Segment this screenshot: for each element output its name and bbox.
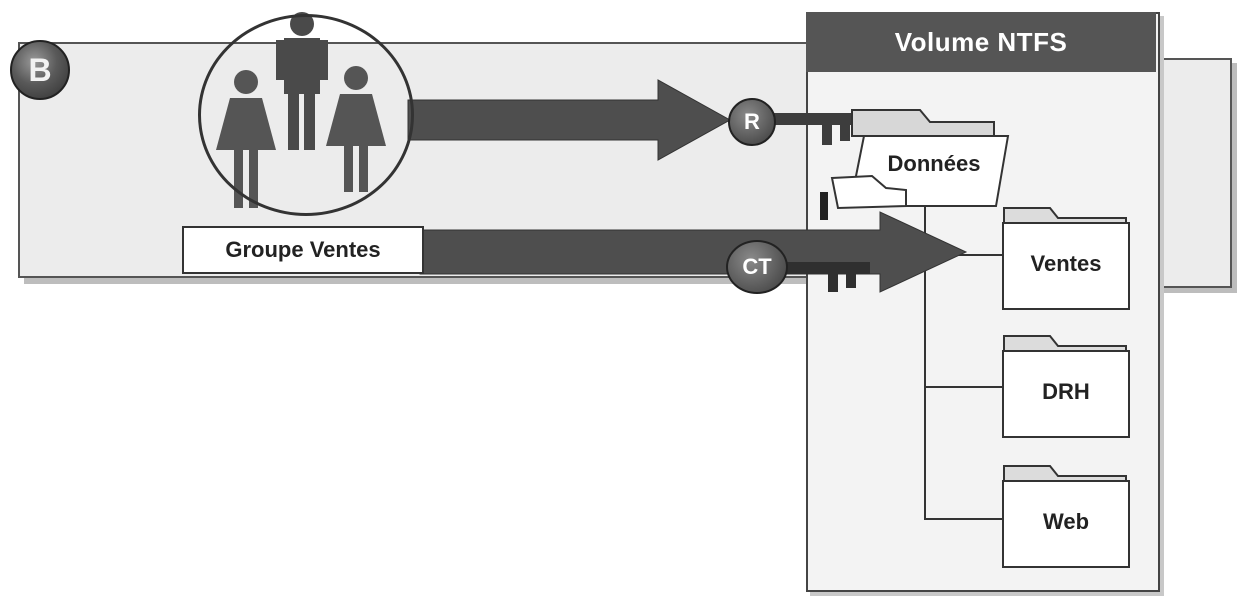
scenario-badge: B bbox=[10, 40, 70, 100]
read-key-tooth-2 bbox=[840, 125, 850, 141]
read-key-shaft bbox=[760, 113, 870, 125]
tree-trunk-line bbox=[924, 204, 926, 518]
donnees-folder-icon bbox=[820, 109, 1010, 220]
ct-key-tooth-1 bbox=[828, 274, 838, 292]
group-label: Groupe Ventes bbox=[182, 226, 424, 274]
tree-branch-drh bbox=[924, 386, 1002, 388]
tree-branch-web bbox=[924, 518, 1002, 520]
read-access-arrow bbox=[407, 79, 732, 161]
folder-web bbox=[1002, 480, 1130, 568]
ct-key-tooth-2 bbox=[846, 274, 856, 288]
permission-control-badge: CT bbox=[726, 240, 788, 294]
folder-label-ventes: Ventes bbox=[1030, 251, 1102, 276]
folder-drh bbox=[1002, 350, 1130, 438]
folder-tabs bbox=[1003, 207, 1127, 483]
folder-label-donnees: Données bbox=[887, 151, 981, 176]
user-group-circle bbox=[198, 14, 414, 216]
full-control-arrow bbox=[419, 211, 968, 293]
read-key-tooth-1 bbox=[822, 125, 832, 145]
folder-label-drh: DRH bbox=[1042, 379, 1090, 404]
permission-read-badge: R bbox=[728, 98, 776, 146]
tree-branch-ventes bbox=[924, 254, 1002, 256]
folder-ventes bbox=[1002, 222, 1130, 310]
folder-label-web: Web bbox=[1042, 509, 1090, 534]
ct-key-shaft bbox=[786, 262, 870, 274]
volume-title: Volume NTFS bbox=[806, 12, 1156, 72]
